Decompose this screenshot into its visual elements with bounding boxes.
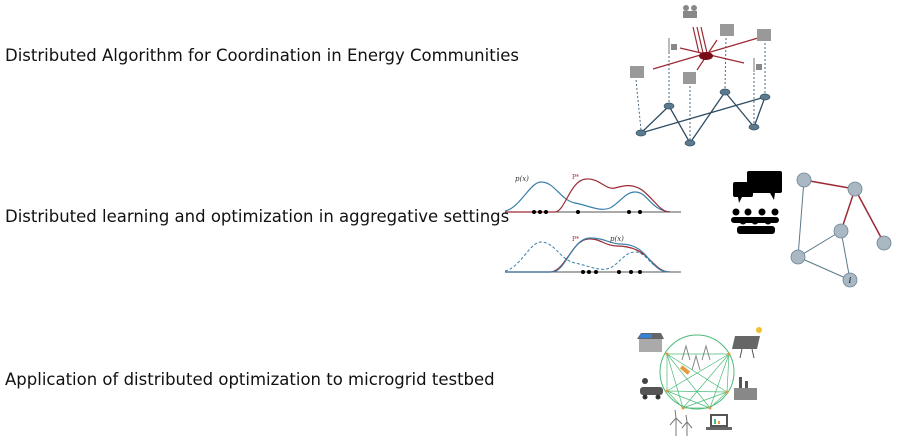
density-curves-bottom: P* p(x) xyxy=(504,235,681,274)
p-x-label: p(x) xyxy=(515,175,529,183)
p-star-label: P* xyxy=(572,174,579,181)
laptop-icon xyxy=(706,414,732,430)
wind-turbines-icon xyxy=(669,409,693,436)
p-star-curve xyxy=(505,178,671,213)
aggregator-hub-icon xyxy=(699,52,713,60)
households-icon xyxy=(683,5,697,18)
factory-icon xyxy=(757,29,771,41)
row-title-aggregative-learning: Distributed learning and optimization in… xyxy=(5,207,510,226)
discussion-group-icon xyxy=(731,171,782,234)
energy-asset-icons xyxy=(630,5,771,84)
agent-graph: i xyxy=(790,172,892,288)
p-star-label: P* xyxy=(572,236,579,243)
factory-icon xyxy=(720,24,734,36)
node-i-label: i xyxy=(849,276,852,285)
row-title-energy-communities: Distributed Algorithm for Coordination i… xyxy=(5,46,520,65)
battery-icon xyxy=(679,365,691,375)
density-curves-top: p(x) P* xyxy=(504,174,681,214)
house-icon xyxy=(637,333,664,352)
power-plant-icon xyxy=(683,72,696,84)
wind-turbine-icon xyxy=(668,38,677,52)
network-nodes xyxy=(635,88,771,147)
solar-panel-icon xyxy=(732,327,762,359)
energy-community-diagram xyxy=(630,5,771,147)
p-x-curve xyxy=(504,181,671,213)
wind-turbine-icon xyxy=(753,58,762,72)
factory-icon xyxy=(630,66,644,78)
row-title-microgrid-testbed: Application of distributed optimization … xyxy=(5,370,495,389)
transmission-tower-icons xyxy=(681,344,711,371)
ev-car-icon xyxy=(640,378,663,400)
microgrid-diagram xyxy=(637,327,762,436)
p-x-label: p(x) xyxy=(610,235,624,243)
factory-icon xyxy=(734,377,757,400)
